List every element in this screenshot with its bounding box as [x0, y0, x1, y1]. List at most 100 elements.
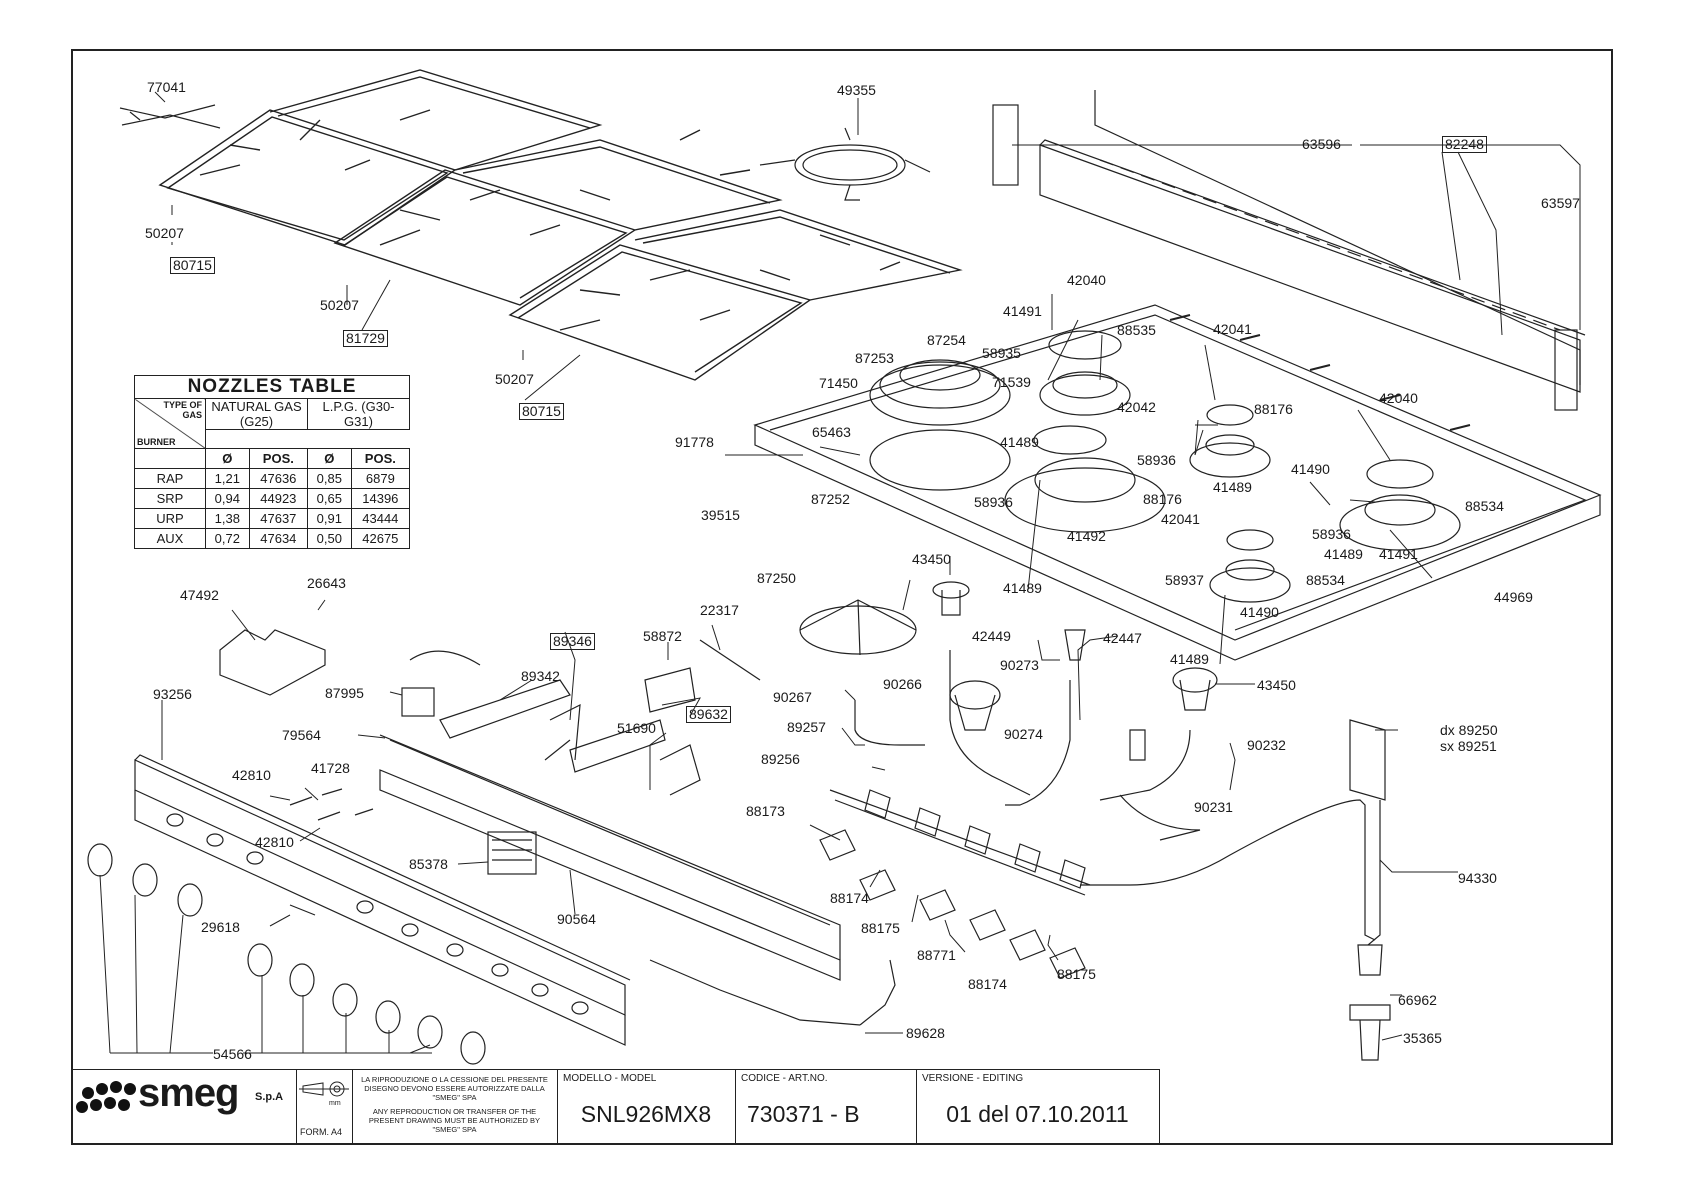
part-label: 88534 [1465, 498, 1504, 514]
part-label: 90231 [1194, 799, 1233, 815]
part-label: 41491 [1003, 303, 1042, 319]
part-label: 87253 [855, 350, 894, 366]
ng-pos-cell: 47634 [248, 528, 309, 549]
part-label: 77041 [147, 79, 186, 95]
burner-cell: RAP [134, 468, 206, 489]
part-label: 41489 [1324, 546, 1363, 562]
burner-cell: URP [134, 508, 206, 529]
nozzles-table-title: NOZZLES TABLE [134, 375, 410, 399]
ng-dia-cell: 0,94 [205, 488, 250, 509]
ng-pos-cell: 44923 [248, 488, 309, 509]
electrical-parts [219, 629, 896, 1026]
nozzles-table: NOZZLES TABLE TYPE OF GAS BURNER NATURAL… [134, 375, 411, 549]
part-label: 88534 [1306, 572, 1345, 588]
part-label: 50207 [495, 371, 534, 387]
part-label: 90274 [1004, 726, 1043, 742]
part-label: 94330 [1458, 870, 1497, 886]
part-label: 88175 [861, 920, 900, 936]
part-label: 29618 [201, 919, 240, 935]
burner-label-spacer [134, 448, 206, 469]
part-label: 87254 [927, 332, 966, 348]
part-label: 88176 [1254, 401, 1293, 417]
ng-pos-header: POS. [248, 448, 309, 469]
part-label: 50207 [145, 225, 184, 241]
burners [869, 330, 1461, 603]
version-value: 01 del 07.10.2011 [946, 1101, 1129, 1127]
header-corner-cell: TYPE OF GAS BURNER [134, 398, 206, 449]
code-heading: CODICE - ART.NO. [741, 1073, 828, 1084]
table-row: AUX 0,72 47634 0,50 42675 [134, 528, 411, 549]
lpg-dia-cell: 0,85 [307, 468, 352, 489]
part-label: 43450 [912, 551, 951, 567]
part-label: 89342 [521, 668, 560, 684]
part-label: 42040 [1379, 390, 1418, 406]
part-label: 87252 [811, 491, 850, 507]
part-label: 87995 [325, 685, 364, 701]
burner-cell: SRP [134, 488, 206, 509]
part-label: 43450 [1257, 677, 1296, 693]
part-label: 42810 [232, 767, 271, 783]
projection-symbol-icon: mm [299, 1081, 349, 1107]
part-label: 22317 [700, 602, 739, 618]
gas-components [799, 581, 1391, 1061]
lpg-dia-cell: 0,91 [307, 508, 352, 529]
part-label: 71450 [819, 375, 858, 391]
part-label: 87250 [757, 570, 796, 586]
model-value: SNL926MX8 [580, 1101, 712, 1127]
version-cell: VERSIONE - EDITING 01 del 07.10.2011 [916, 1069, 1159, 1143]
part-label: 42449 [972, 628, 1011, 644]
copyright-cell: LA RIPRODUZIONE O LA CESSIONE DEL PRESEN… [352, 1069, 558, 1143]
part-label: 88174 [830, 890, 869, 906]
part-label: 42447 [1103, 630, 1142, 646]
part-label: 41728 [311, 760, 350, 776]
ng-dia-cell: 1,21 [205, 468, 250, 489]
part-label: 50207 [320, 297, 359, 313]
part-label: 90266 [883, 676, 922, 692]
part-label: 42041 [1161, 511, 1200, 527]
wok-ring [759, 127, 931, 201]
part-label: 47492 [180, 587, 219, 603]
part-label: 58935 [982, 345, 1021, 361]
part-label: 58937 [1165, 572, 1204, 588]
part-label: 42041 [1213, 321, 1252, 337]
lpg-dia-header: Ø [307, 448, 352, 469]
part-label: dx 89250 [1440, 722, 1498, 738]
part-label: 41490 [1291, 461, 1330, 477]
ng-dia-header: Ø [205, 448, 250, 469]
part-label: 88175 [1057, 966, 1096, 982]
ng-dia-cell: 1,38 [205, 508, 250, 529]
lpg-dia-cell: 0,65 [307, 488, 352, 509]
burner-cell: AUX [134, 528, 206, 549]
part-label: 63596 [1302, 136, 1341, 152]
part-label: 58936 [974, 494, 1013, 510]
part-label: 42040 [1067, 272, 1106, 288]
part-label: 79564 [282, 727, 321, 743]
part-label: 26643 [307, 575, 346, 591]
control-knobs [87, 843, 486, 1065]
part-label: 90232 [1247, 737, 1286, 753]
ng-dia-cell: 0,72 [205, 528, 250, 549]
part-label: 41491 [1379, 546, 1418, 562]
part-label: 88173 [746, 803, 785, 819]
part-label: sx 89251 [1440, 738, 1497, 754]
part-label: 44969 [1494, 589, 1533, 605]
leader-lines [99, 91, 1581, 1054]
projection-cell: mm FORM. A4 [296, 1069, 353, 1143]
backguard-panel [992, 90, 1586, 411]
part-label: 80715 [170, 257, 215, 274]
drawing-frame [71, 49, 1613, 1145]
part-label: 42810 [255, 834, 294, 850]
lpg-pos-cell: 6879 [350, 468, 411, 489]
lpg-pos-cell: 43444 [350, 508, 411, 529]
part-label: 41490 [1240, 604, 1279, 620]
table-row: SRP 0,94 44923 0,65 14396 [134, 488, 411, 509]
type-of-gas-label: TYPE OF GAS [163, 400, 202, 420]
part-label: 41489 [1170, 651, 1209, 667]
part-label: 90564 [557, 911, 596, 927]
part-label: 63597 [1541, 195, 1580, 211]
form-label: FORM. A4 [300, 1127, 343, 1137]
control-panel [134, 734, 841, 1046]
part-label: 89256 [761, 751, 800, 767]
